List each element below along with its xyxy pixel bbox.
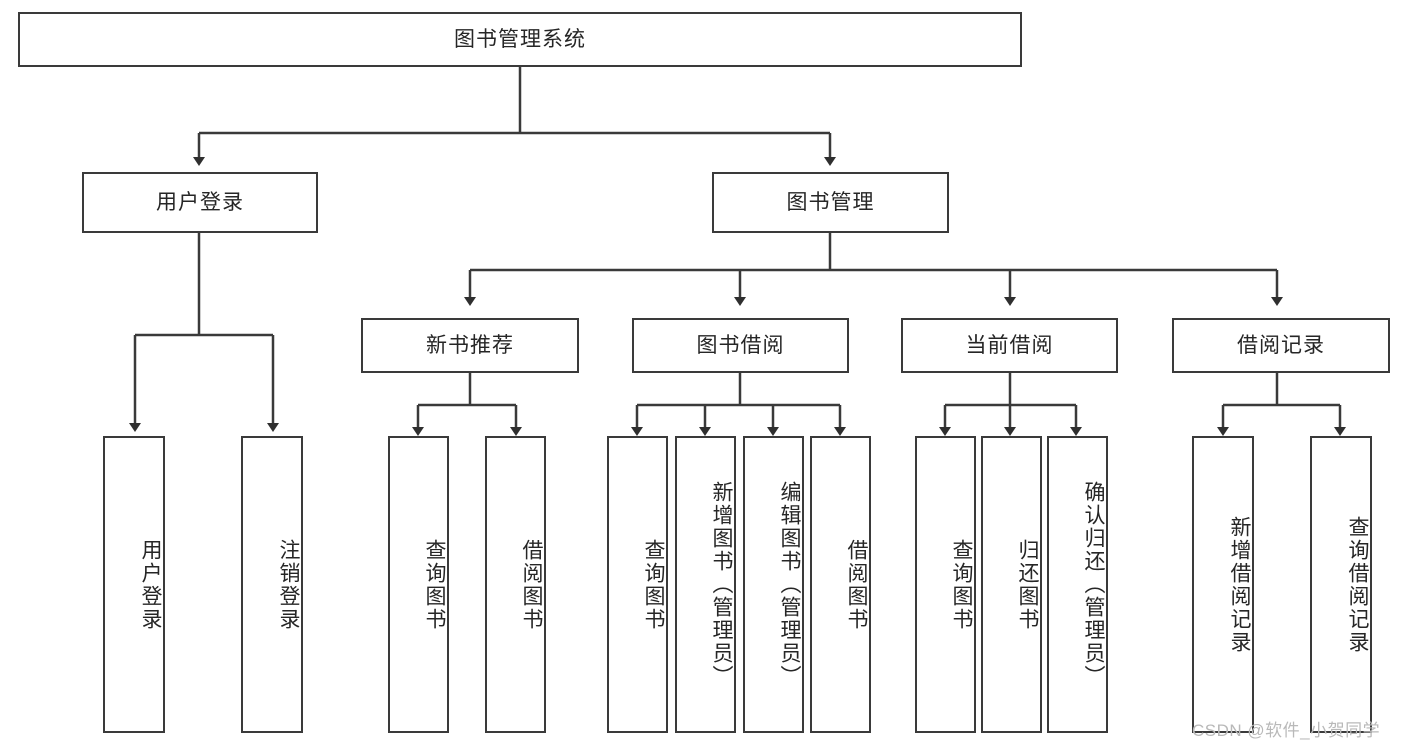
node-book-borrow[interactable]: 图书借阅 (632, 318, 849, 373)
node-new-book-recommend[interactable]: 新书推荐 (361, 318, 579, 373)
node-label: 查询借阅记录 (1346, 515, 1369, 654)
node-label: 注销登录 (277, 538, 300, 631)
leaf-return-book[interactable]: 归还图书 (981, 436, 1042, 733)
leaf-add-book-admin[interactable]: 新增图书（管理员） (675, 436, 736, 733)
node-label: 确认归还（管理员） (1082, 481, 1105, 688)
node-label: 借阅图书 (520, 538, 543, 631)
node-label: 图书借阅 (696, 333, 785, 357)
node-label: 新增借阅记录 (1228, 515, 1251, 654)
leaf-query-borrow-record[interactable]: 查询借阅记录 (1310, 436, 1372, 733)
leaf-confirm-return-admin[interactable]: 确认归还（管理员） (1047, 436, 1108, 733)
node-root-system[interactable]: 图书管理系统 (18, 12, 1022, 67)
leaf-query-book-borrow[interactable]: 查询图书 (607, 436, 668, 733)
node-label: 新书推荐 (426, 333, 514, 357)
leaf-edit-book-admin[interactable]: 编辑图书（管理员） (743, 436, 804, 733)
node-label: 图书管理 (786, 190, 875, 214)
node-borrow-record[interactable]: 借阅记录 (1172, 318, 1390, 373)
leaf-query-book-recommend[interactable]: 查询图书 (388, 436, 449, 733)
csdn-watermark: CSDN @软件_小贺同学 (1192, 721, 1381, 740)
leaf-user-login[interactable]: 用户登录 (103, 436, 165, 733)
leaf-query-book-current[interactable]: 查询图书 (915, 436, 976, 733)
node-label: 编辑图书（管理员） (778, 481, 801, 688)
leaf-borrow-book-recommend[interactable]: 借阅图书 (485, 436, 546, 733)
leaf-borrow-book[interactable]: 借阅图书 (810, 436, 871, 733)
node-label: 借阅图书 (845, 538, 868, 631)
node-label: 当前借阅 (965, 333, 1054, 357)
node-label: 借阅记录 (1237, 333, 1325, 357)
node-label: 查询图书 (642, 538, 665, 631)
node-book-management[interactable]: 图书管理 (712, 172, 949, 233)
node-label: 归还图书 (1016, 538, 1039, 631)
leaf-add-borrow-record[interactable]: 新增借阅记录 (1192, 436, 1254, 733)
node-label: 查询图书 (950, 538, 973, 631)
node-label: 用户登录 (139, 538, 162, 631)
node-current-borrow[interactable]: 当前借阅 (901, 318, 1118, 373)
node-label: 图书管理系统 (454, 27, 586, 51)
node-user-login[interactable]: 用户登录 (82, 172, 318, 233)
node-label: 查询图书 (423, 538, 446, 631)
leaf-logout[interactable]: 注销登录 (241, 436, 303, 733)
node-label: 用户登录 (156, 190, 244, 214)
node-label: 新增图书（管理员） (710, 481, 733, 688)
